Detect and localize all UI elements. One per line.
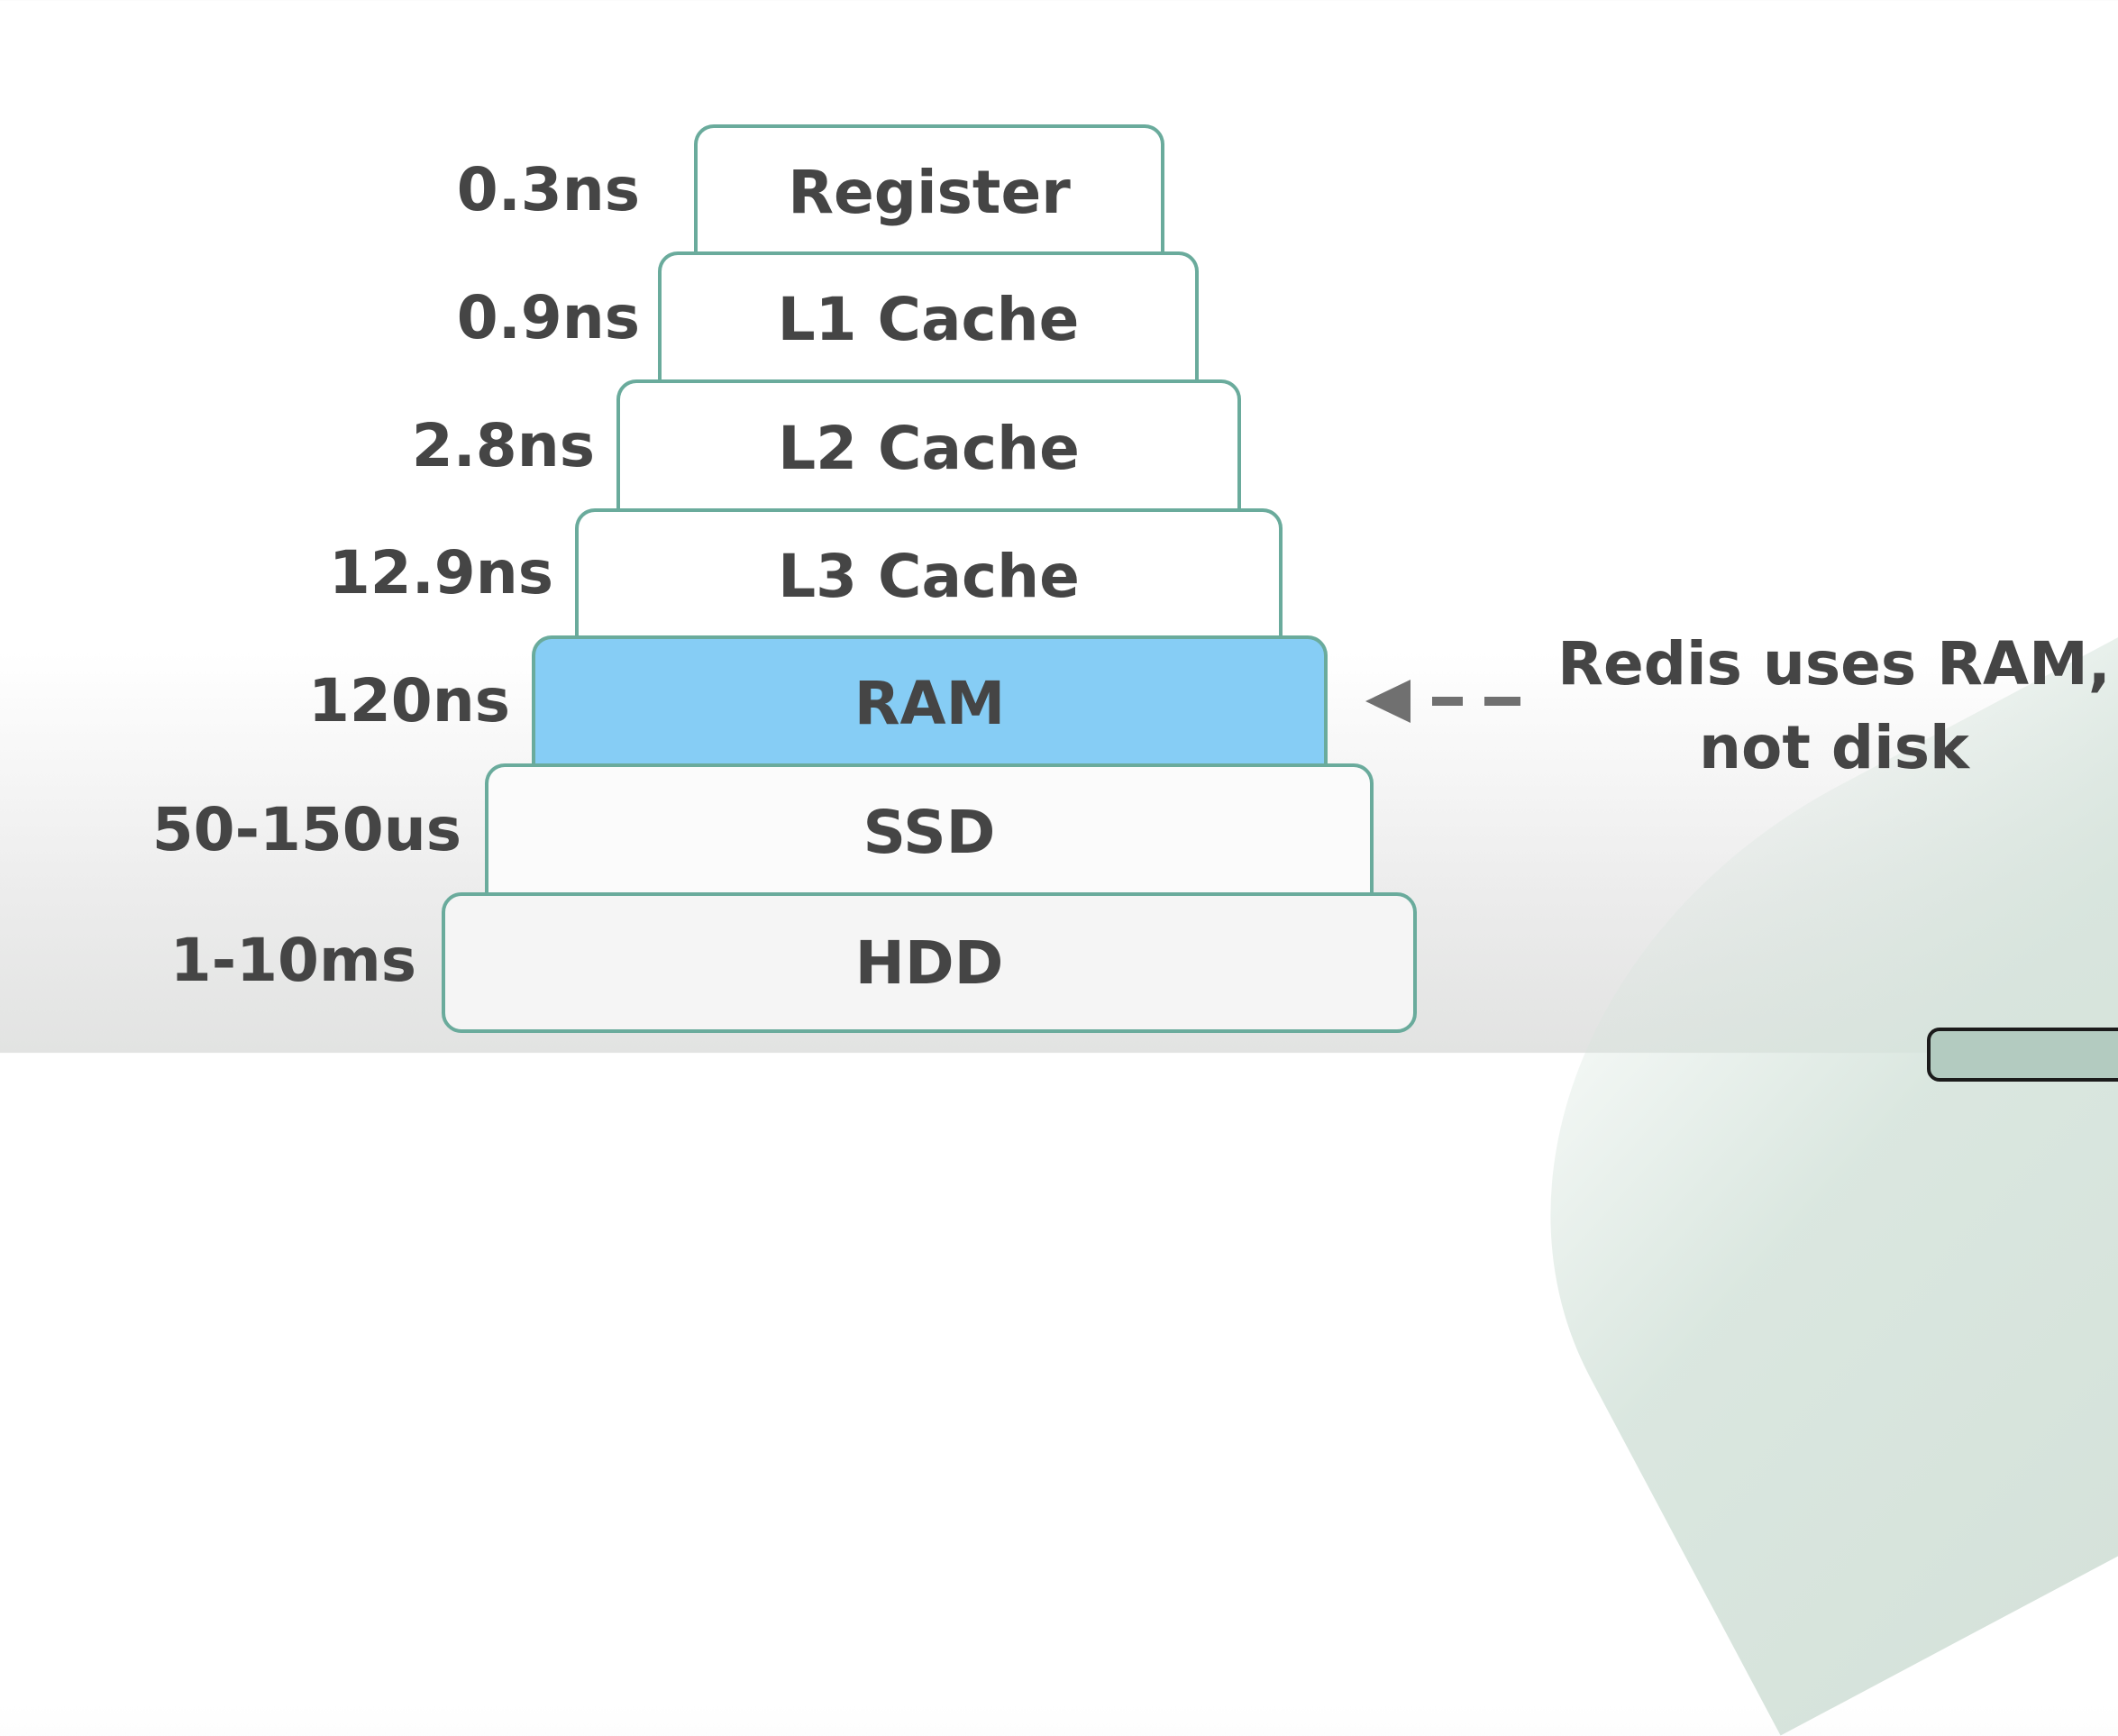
tier-ram: RAM <box>532 635 1328 768</box>
annotation-line-2: not disk <box>1699 713 1969 782</box>
tier-label: L2 Cache <box>778 413 1080 483</box>
tier-l1-cache: L1 Cache <box>658 251 1199 384</box>
tier-label: L1 Cache <box>777 285 1080 354</box>
dashed-left-arrow-icon <box>1365 680 1520 723</box>
tier-label: RAM <box>854 669 1006 738</box>
latency-register: 0.3ns <box>456 155 640 224</box>
tier-l2-cache: L2 Cache <box>616 379 1241 513</box>
tier-label: Register <box>788 157 1071 227</box>
tier-label: SSD <box>863 797 996 867</box>
annotation-line-1: Redis uses RAM, <box>1557 629 2111 699</box>
latency-ssd: 50-150us <box>151 795 461 864</box>
partial-box <box>1927 1028 2118 1082</box>
redis-annotation: Redis uses RAM, not disk <box>1532 622 2118 790</box>
tier-label: HDD <box>854 927 1004 998</box>
tier-ssd: SSD <box>485 763 1374 897</box>
tier-label: L3 Cache <box>778 541 1080 611</box>
tier-hdd: HDD <box>442 892 1417 1033</box>
latency-hdd: 1-10ms <box>169 926 416 995</box>
latency-l2-cache: 2.8ns <box>411 411 595 480</box>
tier-register: Register <box>694 124 1164 256</box>
latency-ram: 120ns <box>307 666 510 736</box>
latency-l1-cache: 0.9ns <box>456 283 640 352</box>
latency-l3-cache: 12.9ns <box>328 538 553 608</box>
tier-l3-cache: L3 Cache <box>575 508 1283 640</box>
